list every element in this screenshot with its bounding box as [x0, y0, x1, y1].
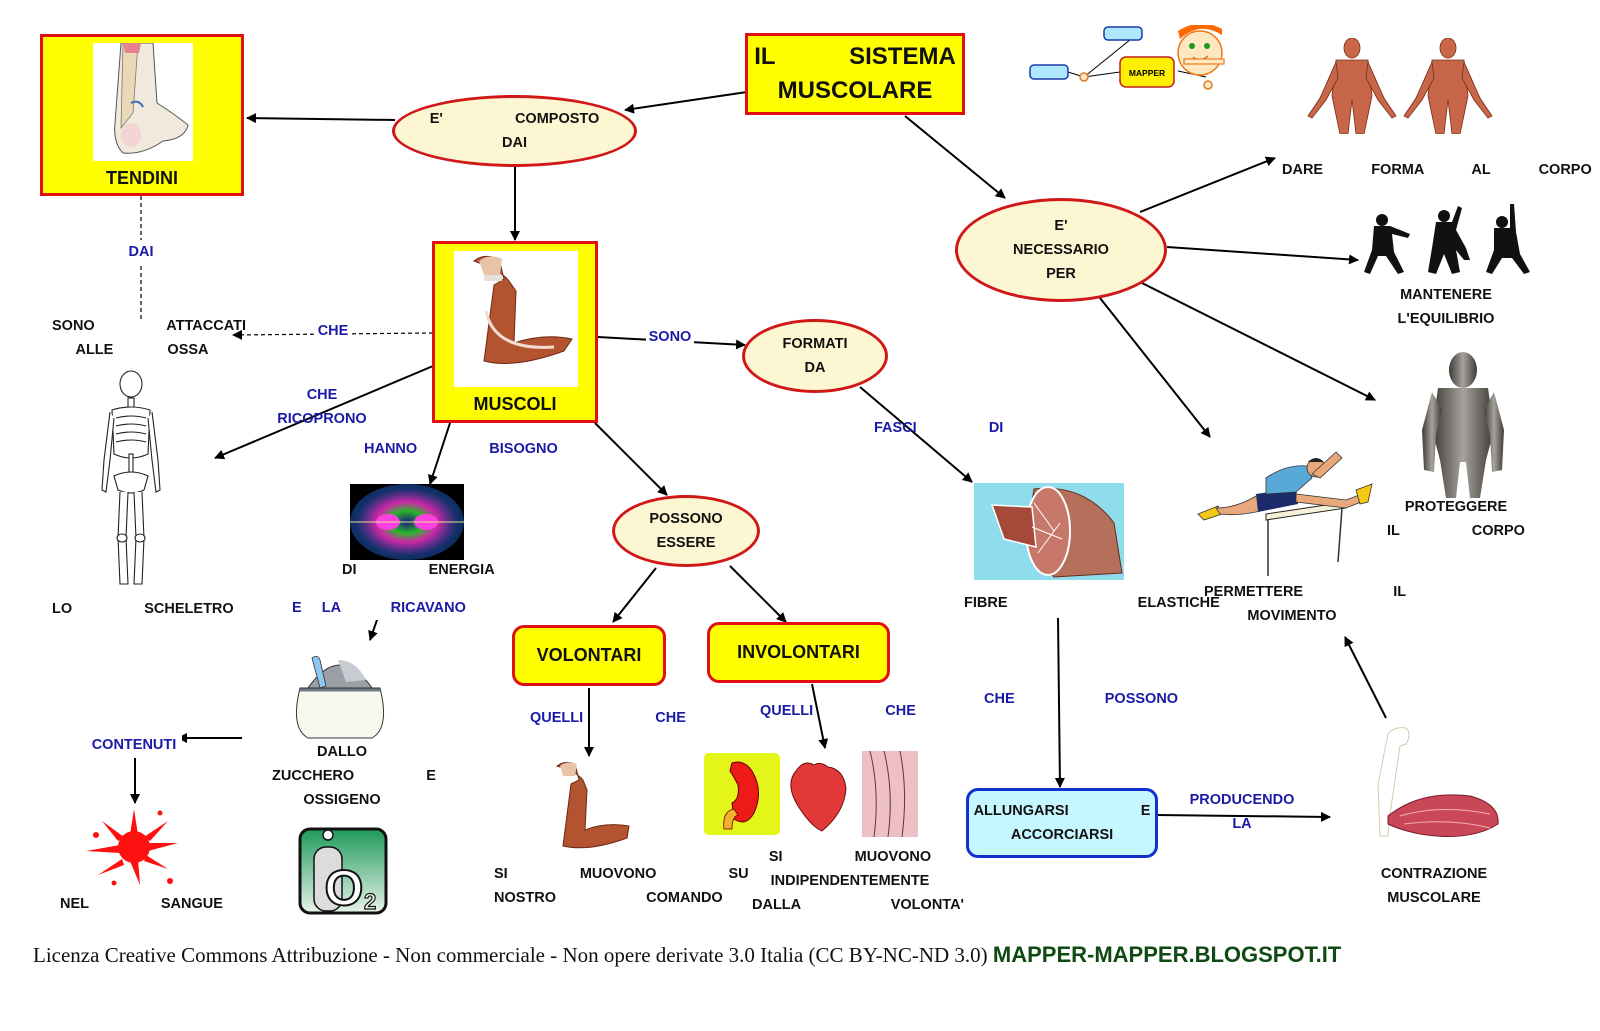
blood-splatter-icon — [86, 809, 178, 886]
link-necessario-forma — [1139, 156, 1276, 213]
forma-node[interactable]: DARE FORMA AL CORPO — [1282, 162, 1592, 178]
contrazione-node[interactable]: CONTRAZIONE MUSCOLARE — [1380, 866, 1488, 906]
contraction-image — [1360, 724, 1510, 844]
title-node[interactable]: IL SISTEMA MUSCOLARE — [745, 33, 965, 115]
skeleton-image — [98, 370, 164, 594]
body-anatomy-icon — [1307, 37, 1493, 135]
allungarsi-node[interactable]: ALLUNGARSI E ACCORCIARSI — [966, 788, 1158, 858]
necessario-node[interactable]: E' NECESSARIO PER — [955, 198, 1167, 302]
oxygen-image: O 2 — [298, 825, 388, 917]
energy-burst-icon — [350, 484, 464, 560]
link-necessario-equilibrio — [1166, 246, 1359, 265]
organs-image — [704, 750, 918, 838]
sugar-bowl-icon — [295, 656, 385, 739]
involontari-label: INVOLONTARI — [737, 642, 860, 662]
possono-node[interactable]: POSSONO ESSERE — [612, 495, 760, 567]
link-label-che: CHE — [314, 319, 352, 343]
contracted-arm-icon — [1377, 727, 1499, 837]
arm-image — [454, 251, 578, 387]
balance-image — [1360, 200, 1540, 278]
muscle-fiber-icon — [974, 483, 1124, 580]
blood-image — [84, 805, 180, 889]
muscoli-label: MUSCOLI — [473, 394, 557, 414]
movimento-node[interactable]: PERMETTERE IL MOVIMENTO — [1204, 584, 1407, 624]
zucchero-node[interactable]: DALLO ZUCCHERO E OSSIGENO — [272, 744, 436, 808]
skeleton-icon — [101, 370, 161, 585]
armor-image — [1418, 350, 1508, 498]
link-necessario-movimento — [1099, 297, 1211, 438]
link-possono-involontari — [729, 565, 787, 623]
link-label-che-possono: CHE POSSONO — [984, 691, 1179, 707]
equilibrio-node[interactable]: MANTENERE L'EQUILIBRIO — [1397, 287, 1495, 327]
link-label-producendo-la: PRODUCENDO LA — [1189, 792, 1295, 832]
scheletro-node[interactable]: LO SCHELETRO — [52, 601, 234, 617]
armor-icon — [1422, 352, 1504, 498]
link-contrazione-movimento — [1344, 636, 1387, 719]
hurdler-icon — [1197, 451, 1373, 576]
link-necessario-proteggere — [1141, 282, 1376, 401]
license-text: Licenza Creative Commons Attribuzione - … — [33, 943, 988, 967]
link-possono-volontari — [612, 567, 657, 623]
voluntary-arm-image — [545, 760, 631, 860]
comando-node[interactable]: SI MUOVONO SU NOSTRO COMANDO — [494, 866, 749, 906]
link-label-hanno-bisogno: HANNO BISOGNO — [364, 441, 558, 457]
mapper-logo: MAPPER — [1028, 23, 1228, 97]
svg-text:MAPPER: MAPPER — [1129, 68, 1165, 78]
muscular-arm-icon — [472, 255, 573, 364]
title-line-2: MUSCOLARE — [777, 77, 933, 104]
sangue-node[interactable]: NEL SANGUE — [60, 896, 223, 912]
title-line-1: IL SISTEMA — [754, 43, 956, 70]
energia-node[interactable]: DI ENERGIA — [342, 562, 495, 578]
fiber-image — [974, 483, 1124, 580]
oxygen-tank-icon: O 2 — [298, 827, 388, 917]
volontari-label: VOLONTARI — [536, 645, 642, 665]
necessario-label: E' NECESSARIO PER — [1013, 218, 1109, 282]
proteggere-node[interactable]: PROTEGGERE IL CORPO — [1387, 499, 1525, 539]
tendon-image — [93, 42, 193, 161]
formati-node[interactable]: FORMATI DA — [742, 319, 888, 393]
squatting-figures-icon — [1364, 204, 1530, 274]
link-label-sono: SONO — [646, 325, 694, 349]
link-label-quelli-che-2: QUELLI CHE — [760, 703, 916, 719]
anatomy-image — [1300, 37, 1500, 135]
energy-image — [350, 484, 464, 560]
link-title-composto — [624, 91, 748, 114]
link-label-che-ricoprono: CHE RICOPRONO — [277, 387, 367, 427]
hurdler-image — [1196, 444, 1374, 576]
volonta-node[interactable]: SI MUOVONO INDIPENDENTEMENTE DALLA VOLON… — [752, 849, 964, 913]
muscoli-node[interactable]: MUSCOLI — [432, 241, 598, 423]
formati-label: FORMATI DA — [782, 336, 848, 376]
mapper-logo-icon: MAPPER — [1029, 23, 1225, 90]
attaccati-node[interactable]: SONO ATTACCATI ALLE OSSA — [52, 318, 247, 358]
tendini-node[interactable]: TENDINI — [40, 34, 244, 196]
link-title-necessario — [904, 115, 1006, 199]
svg-text:2: 2 — [364, 889, 376, 914]
allungarsi-label: ALLUNGARSI E ACCORCIARSI — [973, 803, 1151, 843]
possono-label: POSSONO ESSERE — [649, 511, 723, 551]
site-link[interactable]: MAPPER-MAPPER.BLOGSPOT.IT — [992, 942, 1342, 967]
involontari-node[interactable]: INVOLONTARI — [707, 622, 890, 683]
ankle-tendon-icon — [114, 42, 189, 154]
link-label-dai: DAI — [124, 240, 158, 264]
tendini-label: TENDINI — [106, 168, 178, 188]
fibre-node[interactable]: FIBRE ELASTICHE — [964, 595, 1220, 611]
link-label-quelli-che-1: QUELLI CHE — [530, 710, 686, 726]
muscular-arm-icon — [555, 761, 630, 849]
composto-node[interactable]: E' COMPOSTO DAI — [392, 95, 637, 167]
link-label-fasci-di: FASCI DI — [874, 420, 1004, 436]
link-label-contenuti: CONTENUTI — [86, 733, 182, 757]
volontari-node[interactable]: VOLONTARI — [512, 625, 666, 686]
link-label-e-la-ricavano: E LA RICAVANO — [292, 596, 466, 620]
footer: Licenza Creative Commons Attribuzione - … — [33, 942, 1341, 968]
stomach-heart-muscle-icon — [704, 750, 918, 838]
sugar-bowl-image — [286, 638, 394, 742]
composto-label: E' COMPOSTO DAI — [429, 111, 600, 151]
link-muscoli-possono — [594, 422, 668, 496]
link-composto-tendini — [246, 113, 396, 124]
svg-text:O: O — [325, 860, 364, 915]
